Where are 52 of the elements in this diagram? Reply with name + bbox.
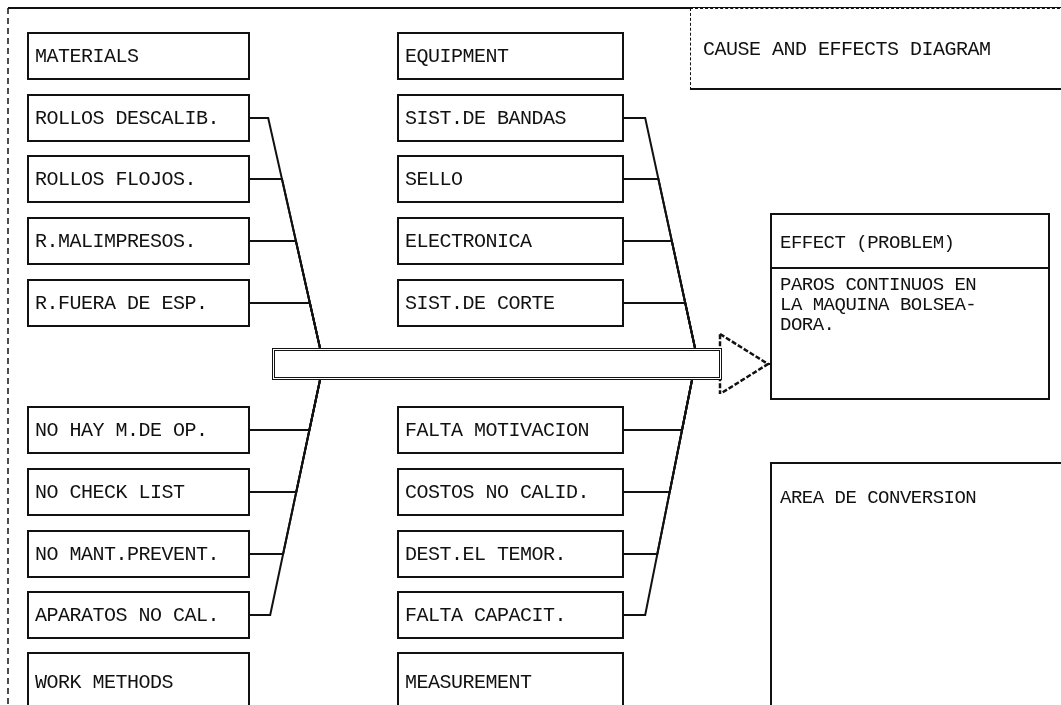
cause-box <box>27 155 250 203</box>
cause-box <box>397 530 624 578</box>
cause-box <box>27 591 250 639</box>
cause-label: ROLLOS FLOJOS. <box>35 167 197 191</box>
cause-box <box>397 591 624 639</box>
cause-label: ROLLOS DESCALIB. <box>35 106 220 130</box>
cause-label: FALTA MOTIVACION <box>405 418 590 442</box>
cause-box <box>397 468 624 516</box>
cause-label: SIST.DE CORTE <box>405 291 555 315</box>
cause-label: ELECTRONICA <box>405 229 532 253</box>
cause-label: FALTA CAPACIT. <box>405 603 567 627</box>
cause-box <box>397 32 624 80</box>
cause-box <box>27 94 250 142</box>
text-panel <box>770 213 1050 400</box>
bone-line <box>623 379 693 616</box>
cause-label: WORK METHODS <box>35 670 174 694</box>
bone-line <box>249 379 321 616</box>
cause-box <box>27 279 250 327</box>
cause-label: APARATOS NO CAL. <box>35 603 220 627</box>
cause-label: COSTOS NO CALID. <box>405 480 590 504</box>
cause-box <box>27 32 250 80</box>
panel-text: AREA DE CONVERSION <box>779 486 978 511</box>
cause-box <box>397 652 624 705</box>
cause-box <box>27 406 250 454</box>
cause-label: R.FUERA DE ESP. <box>35 291 208 315</box>
cause-label: NO MANT.PREVENT. <box>35 542 220 566</box>
cause-label: SELLO <box>405 167 463 191</box>
cause-box <box>27 468 250 516</box>
bone-line <box>623 302 696 349</box>
cause-box <box>397 406 624 454</box>
spine-bar <box>272 348 722 380</box>
cause-label: MEASUREMENT <box>405 670 532 694</box>
cause-label: MATERIALS <box>35 44 139 68</box>
panel-heading: EFFECT (PROBLEM) <box>772 215 1048 269</box>
arrow <box>718 332 771 396</box>
cause-box <box>397 94 624 142</box>
cause-box <box>27 217 250 265</box>
title: CAUSE AND EFFECTS DIAGRAM <box>703 37 991 60</box>
cause-box <box>397 279 624 327</box>
cause-box <box>27 530 250 578</box>
cause-box <box>397 217 624 265</box>
cause-label: DEST.EL TEMOR. <box>405 542 567 566</box>
cause-label: NO CHECK LIST <box>35 480 185 504</box>
cause-box <box>397 155 624 203</box>
text-panel <box>770 462 1061 705</box>
cause-label: SIST.DE BANDAS <box>405 106 567 130</box>
cause-label: NO HAY M.DE OP. <box>35 418 208 442</box>
cause-label: R.MALIMPRESOS. <box>35 229 197 253</box>
bone-line <box>249 302 321 349</box>
panel-text: PAROS CONTINUOS EN LA MAQUINA BOLSEA- DORA. <box>779 273 978 338</box>
cause-label: EQUIPMENT <box>405 44 509 68</box>
cause-box <box>27 652 250 705</box>
